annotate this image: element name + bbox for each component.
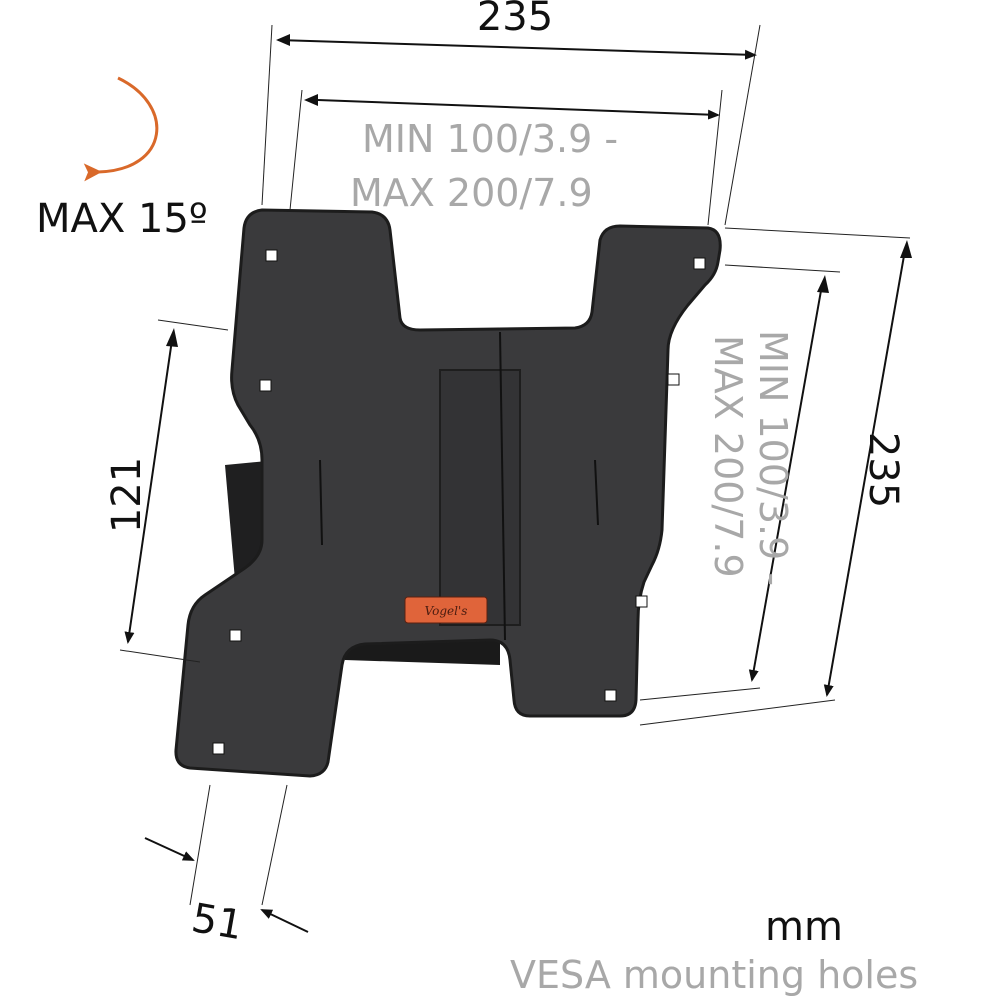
- vesa-holes: [212, 249, 706, 755]
- vesa-legend: VESA mounting holes: [510, 953, 918, 997]
- bracket-height-label: 121: [104, 457, 150, 533]
- brand-logo: [404, 596, 488, 624]
- wall-distance-label: 51: [188, 895, 246, 949]
- tilt-label: MAX 15º: [36, 196, 208, 242]
- vesa-horizontal-line1: MIN 100/3.9 -: [362, 117, 618, 161]
- vesa-vertical-line2: MAX 200/7.9: [706, 335, 750, 578]
- tilt-arrow-icon: [83, 76, 159, 182]
- overall-width-label: 235: [477, 0, 553, 40]
- vesa-vertical-line1: MIN 100/3.9 -: [751, 330, 795, 586]
- vesa-horizontal-line2: MAX 200/7.9: [350, 171, 593, 215]
- brand-logo-text: Vogel's: [425, 604, 468, 618]
- center-panel: [439, 369, 521, 626]
- units-label: mm: [765, 904, 843, 950]
- overall-height-label: 235: [860, 432, 906, 508]
